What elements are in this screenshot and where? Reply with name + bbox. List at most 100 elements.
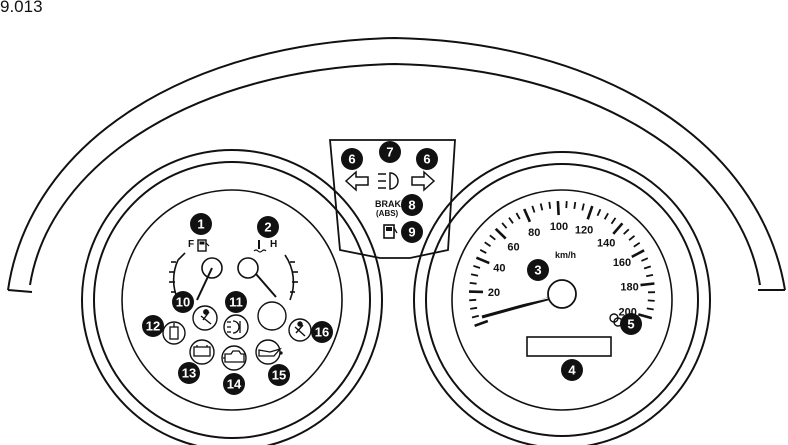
- brake-label: BRAKE: [375, 199, 407, 209]
- callout-number-speedometer: 3: [534, 263, 541, 278]
- abs-label: (ABS): [376, 209, 399, 218]
- temp-hot-mark: H: [270, 239, 277, 250]
- speedometer-tick: [523, 208, 532, 223]
- speedometer-tick: [479, 249, 487, 254]
- fuel-gauge: [169, 252, 223, 301]
- speedometer-tick: [573, 201, 577, 210]
- callout-number-seatbelt-driver: 10: [176, 295, 190, 310]
- speedometer-tick: [646, 274, 654, 278]
- speedometer-tick-label: 40: [493, 262, 505, 274]
- speedometer-tick-label: 20: [488, 287, 500, 299]
- battery-icon: [193, 345, 211, 357]
- speedometer-tick-label: 140: [597, 237, 615, 249]
- speedometer-tick: [631, 249, 645, 259]
- callout-bubble-seatbelt-passenger: [311, 321, 333, 343]
- main-beam-icon: [378, 172, 399, 190]
- speedometer-tick: [473, 264, 481, 269]
- speedometer-tick-label: 100: [550, 221, 568, 233]
- right-dial-housing: [413, 151, 711, 445]
- speedometer-tick: [641, 257, 649, 262]
- speedometer-tick: [610, 217, 617, 225]
- speedometer-tick: [475, 256, 490, 265]
- speedometer-tick: [548, 201, 552, 209]
- speedometer-tick: [556, 201, 560, 216]
- callout-bubble-engine: [223, 373, 245, 395]
- callout-bubble-speedometer: [527, 259, 549, 281]
- callout-number-fog-lamp: 11: [229, 295, 243, 310]
- speedometer-tick: [643, 265, 652, 270]
- speedometer-tick: [501, 222, 508, 229]
- speedometer-tick: [586, 205, 594, 220]
- speedometer-tick-label: 160: [613, 257, 631, 269]
- speedometer-tick: [469, 298, 477, 302]
- figure-reference: 9.013: [0, 0, 43, 16]
- seatbelt-passenger-icon: [294, 321, 306, 337]
- callout-bubble-temp-gauge: [257, 216, 279, 238]
- speedometer-tick: [515, 212, 521, 220]
- speedometer-tick: [531, 205, 536, 213]
- speedometer-tick: [474, 319, 489, 328]
- speedometer-tick-label: 60: [507, 241, 519, 253]
- speedometer-tick: [623, 228, 630, 235]
- callout-number-battery: 13: [182, 366, 196, 381]
- temp-gauge: [237, 254, 298, 301]
- speedometer-tick-label: 80: [528, 227, 540, 239]
- speedometer-tick: [489, 234, 496, 241]
- door-icon: [169, 323, 179, 340]
- speedometer-tick-label: 120: [575, 225, 593, 237]
- speedometer-tick: [539, 203, 544, 211]
- speedometer-tick: [508, 217, 514, 224]
- callout-bubble-low-fuel: [401, 221, 423, 243]
- callout-bubble-seatbelt-driver: [172, 291, 194, 313]
- callout-number-fuel-gauge: 1: [197, 217, 204, 232]
- speedometer-tick: [494, 227, 507, 240]
- seatbelt-icon: [200, 309, 212, 325]
- callout-bubble-oil-pressure: [268, 364, 290, 386]
- fuel-full-mark: F: [188, 239, 194, 250]
- speedometer-tick: [612, 222, 624, 235]
- fuel-pump-icon: [383, 224, 398, 239]
- speedometer-tick: [470, 273, 479, 277]
- callout-bubble-main-beam: [379, 141, 401, 163]
- speedometer-tick: [646, 307, 654, 311]
- speedometer-tick: [596, 208, 602, 217]
- arrow-right-icon: [411, 170, 436, 192]
- callout-bubble-turn-right: [416, 148, 438, 170]
- speedometer-tick: [469, 282, 477, 285]
- callout-bubble-battery: [178, 362, 200, 384]
- callout-number-engine: 14: [227, 377, 242, 392]
- speedometer-needle: [481, 279, 577, 319]
- arrow-left-icon: [344, 170, 369, 192]
- speedometer-tick: [581, 203, 585, 211]
- speed-unit-label: km/h: [555, 250, 576, 260]
- fog-lamp-icon: [227, 320, 241, 334]
- callout-number-seatbelt-passenger: 16: [315, 325, 329, 340]
- speedometer-tick: [647, 299, 655, 302]
- callout-number-turn-left: 6: [348, 152, 355, 167]
- callout-number-door-open: 12: [146, 319, 160, 334]
- callout-bubble-fuel-gauge: [190, 213, 212, 235]
- engine-icon: [223, 350, 245, 363]
- speedometer-tick: [484, 241, 492, 247]
- callout-number-temp-gauge: 2: [264, 220, 271, 235]
- callout-bubble-brake-abs: [401, 194, 423, 216]
- odometer-display: [526, 336, 612, 357]
- callout-bubble-door-open: [142, 315, 164, 337]
- speedometer-tick-label: 180: [620, 281, 638, 293]
- callout-number-turn-right: 6: [423, 152, 430, 167]
- callout-number-trip-reset: 5: [627, 317, 634, 332]
- instrument-cowl: [7, 36, 786, 293]
- speedometer-tick: [637, 313, 653, 320]
- speedometer-tick: [603, 212, 609, 220]
- callout-number-brake-abs: 8: [408, 198, 415, 213]
- speedometer-tick: [471, 314, 480, 319]
- callout-bubble-turn-left: [341, 148, 363, 170]
- left-dial-housing: [81, 149, 383, 445]
- callout-number-odometer: 4: [568, 363, 576, 378]
- callout-number-low-fuel: 9: [408, 225, 415, 240]
- fuel-pump-icon: [197, 239, 210, 252]
- speedometer-tick: [640, 282, 655, 287]
